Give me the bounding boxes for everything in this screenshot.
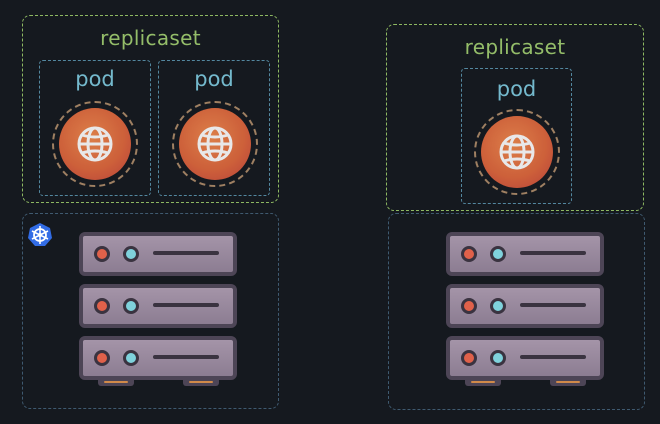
replicaset-right: replicaset pod (386, 24, 644, 211)
node-left (22, 213, 279, 409)
globe-icon (474, 109, 560, 195)
server-rack-icon (446, 284, 604, 328)
kubernetes-icon (27, 222, 53, 248)
server-rack-icon (79, 232, 237, 276)
node-right (388, 213, 645, 410)
pod-label: pod (194, 67, 234, 91)
pod-left-2: pod (158, 60, 270, 196)
pod-right-1: pod (461, 68, 572, 204)
globe-icon (172, 101, 258, 187)
server-rack-icon (79, 336, 237, 380)
globe-icon (52, 101, 138, 187)
server-foot (550, 380, 586, 386)
pod-left-1: pod (39, 60, 151, 196)
server-foot (183, 380, 219, 386)
pod-label: pod (75, 67, 115, 91)
replicaset-label: replicaset (100, 26, 201, 50)
server-foot (465, 380, 501, 386)
pod-label: pod (496, 77, 537, 101)
server-foot (98, 380, 134, 386)
server-rack-icon (446, 232, 604, 276)
server-rack-icon (79, 284, 237, 328)
replicaset-left: replicaset pod pod (22, 15, 279, 203)
replicaset-label: replicaset (464, 35, 566, 59)
server-rack-icon (446, 336, 604, 380)
